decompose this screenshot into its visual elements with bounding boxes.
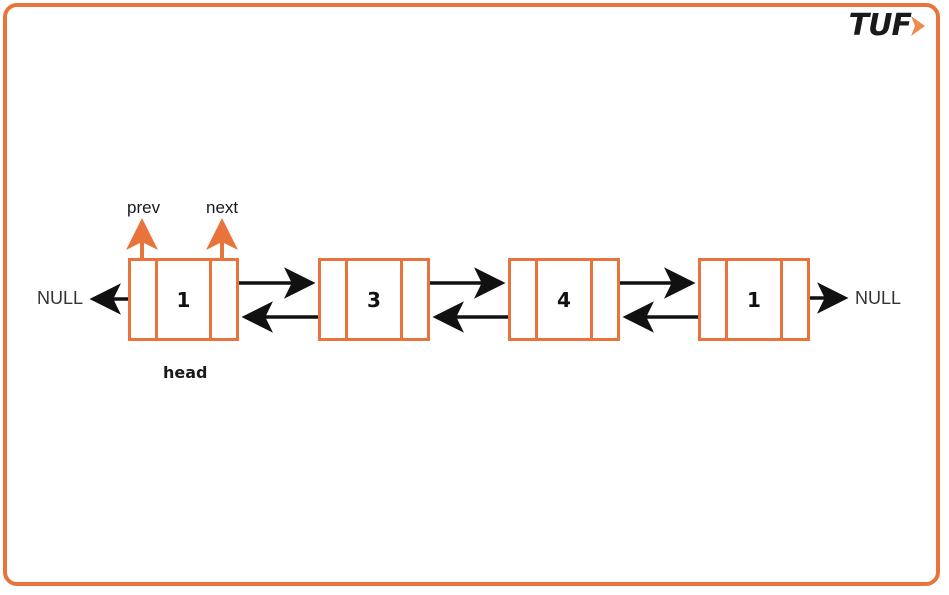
tuf-logo: TUF: [819, 9, 929, 43]
chevron-right-icon: [911, 16, 925, 36]
list-node[interactable]: 1: [128, 258, 239, 341]
node-value: 4: [557, 287, 571, 312]
list-node[interactable]: 3: [318, 258, 430, 341]
null-left-label: NULL: [37, 288, 84, 308]
list-node[interactable]: 1: [698, 258, 810, 341]
node-prev-cell: [701, 261, 728, 338]
node-next-cell: [590, 261, 617, 338]
node-prev-cell: [321, 261, 348, 338]
node-prev-cell: [511, 261, 538, 338]
node-value: 1: [747, 287, 761, 312]
node-value: 1: [176, 287, 191, 312]
null-right-label: NULL: [855, 288, 902, 308]
node-value: 3: [367, 287, 381, 312]
next-label: next: [206, 198, 239, 217]
logo-wordmark: TUF: [848, 8, 912, 43]
list-node[interactable]: 4: [508, 258, 620, 341]
node-next-cell: [400, 261, 427, 338]
node-next-cell: [209, 261, 236, 338]
node-next-cell: [780, 261, 807, 338]
node-prev-cell: [131, 261, 158, 338]
prev-label: prev: [127, 198, 161, 217]
head-label: head: [163, 363, 208, 382]
